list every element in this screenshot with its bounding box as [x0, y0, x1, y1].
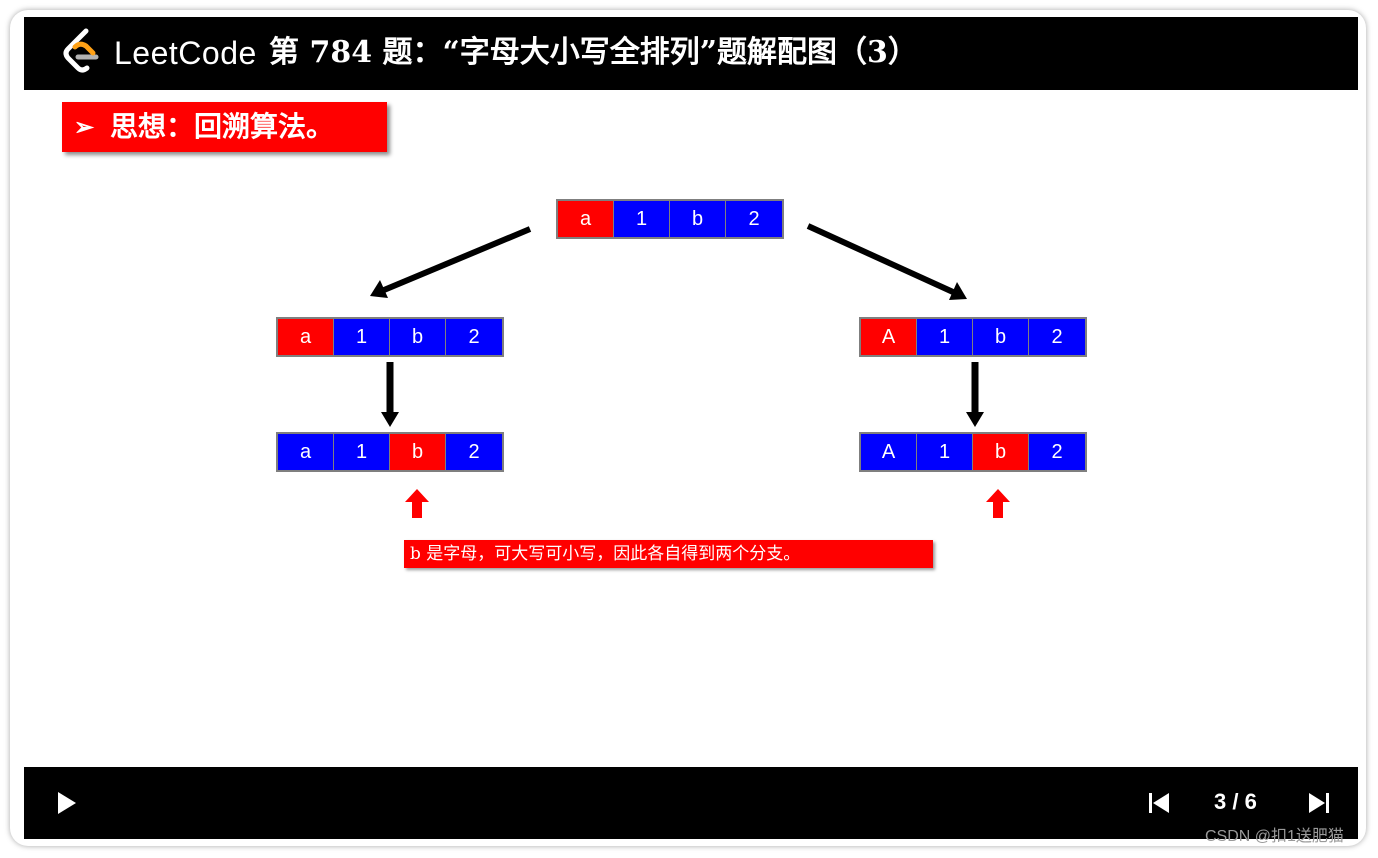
idea-text: 思想：回溯算法。: [110, 110, 335, 143]
skip-previous-icon[interactable]: [1148, 792, 1170, 814]
array-cell: a: [278, 319, 334, 355]
array-cell: A: [861, 434, 917, 470]
array-left-mid: a 1 b 2: [276, 317, 504, 357]
array-cell: a: [278, 434, 334, 470]
slide-title: 第 784 题：“字母大小写全排列”题解配图（3）: [269, 35, 918, 70]
array-cell: b: [390, 434, 446, 470]
array-cell: 1: [917, 319, 973, 355]
array-right-mid: A 1 b 2: [859, 317, 1087, 357]
brand-name: LeetCode: [114, 35, 257, 71]
array-cell: b: [390, 319, 446, 355]
array-cell: b: [973, 434, 1029, 470]
player-controls: 3 / 6: [24, 767, 1358, 839]
array-cell: 2: [446, 434, 502, 470]
slide-header: LeetCode 第 784 题：“字母大小写全排列”题解配图（3）: [24, 17, 1358, 90]
csdn-watermark: CSDN @扣1送肥猫: [1205, 828, 1344, 845]
array-cell: 1: [917, 434, 973, 470]
array-cell: b: [670, 201, 726, 237]
array-left-bottom: a 1 b 2: [276, 432, 504, 472]
array-cell: 2: [726, 201, 782, 237]
array-cell: 2: [1029, 319, 1085, 355]
array-cell: 1: [334, 434, 390, 470]
play-icon[interactable]: [56, 791, 78, 815]
array-right-bottom: A 1 b 2: [859, 432, 1087, 472]
page-indicator: 3 / 6: [1214, 789, 1257, 814]
array-top: a 1 b 2: [556, 199, 784, 239]
array-cell: 1: [614, 201, 670, 237]
array-cell: A: [861, 319, 917, 355]
bullet-arrow-icon: ➢: [74, 112, 95, 141]
array-cell: 2: [446, 319, 502, 355]
array-cell: 1: [334, 319, 390, 355]
idea-banner: ➢ 思想：回溯算法。: [62, 102, 387, 152]
array-cell: b: [973, 319, 1029, 355]
array-cell: 2: [1029, 434, 1085, 470]
skip-next-icon[interactable]: [1308, 792, 1330, 814]
explanation-note: b 是字母，可大写可小写，因此各自得到两个分支。: [404, 540, 933, 568]
leetcode-logo-icon: [63, 28, 99, 73]
array-cell: a: [558, 201, 614, 237]
